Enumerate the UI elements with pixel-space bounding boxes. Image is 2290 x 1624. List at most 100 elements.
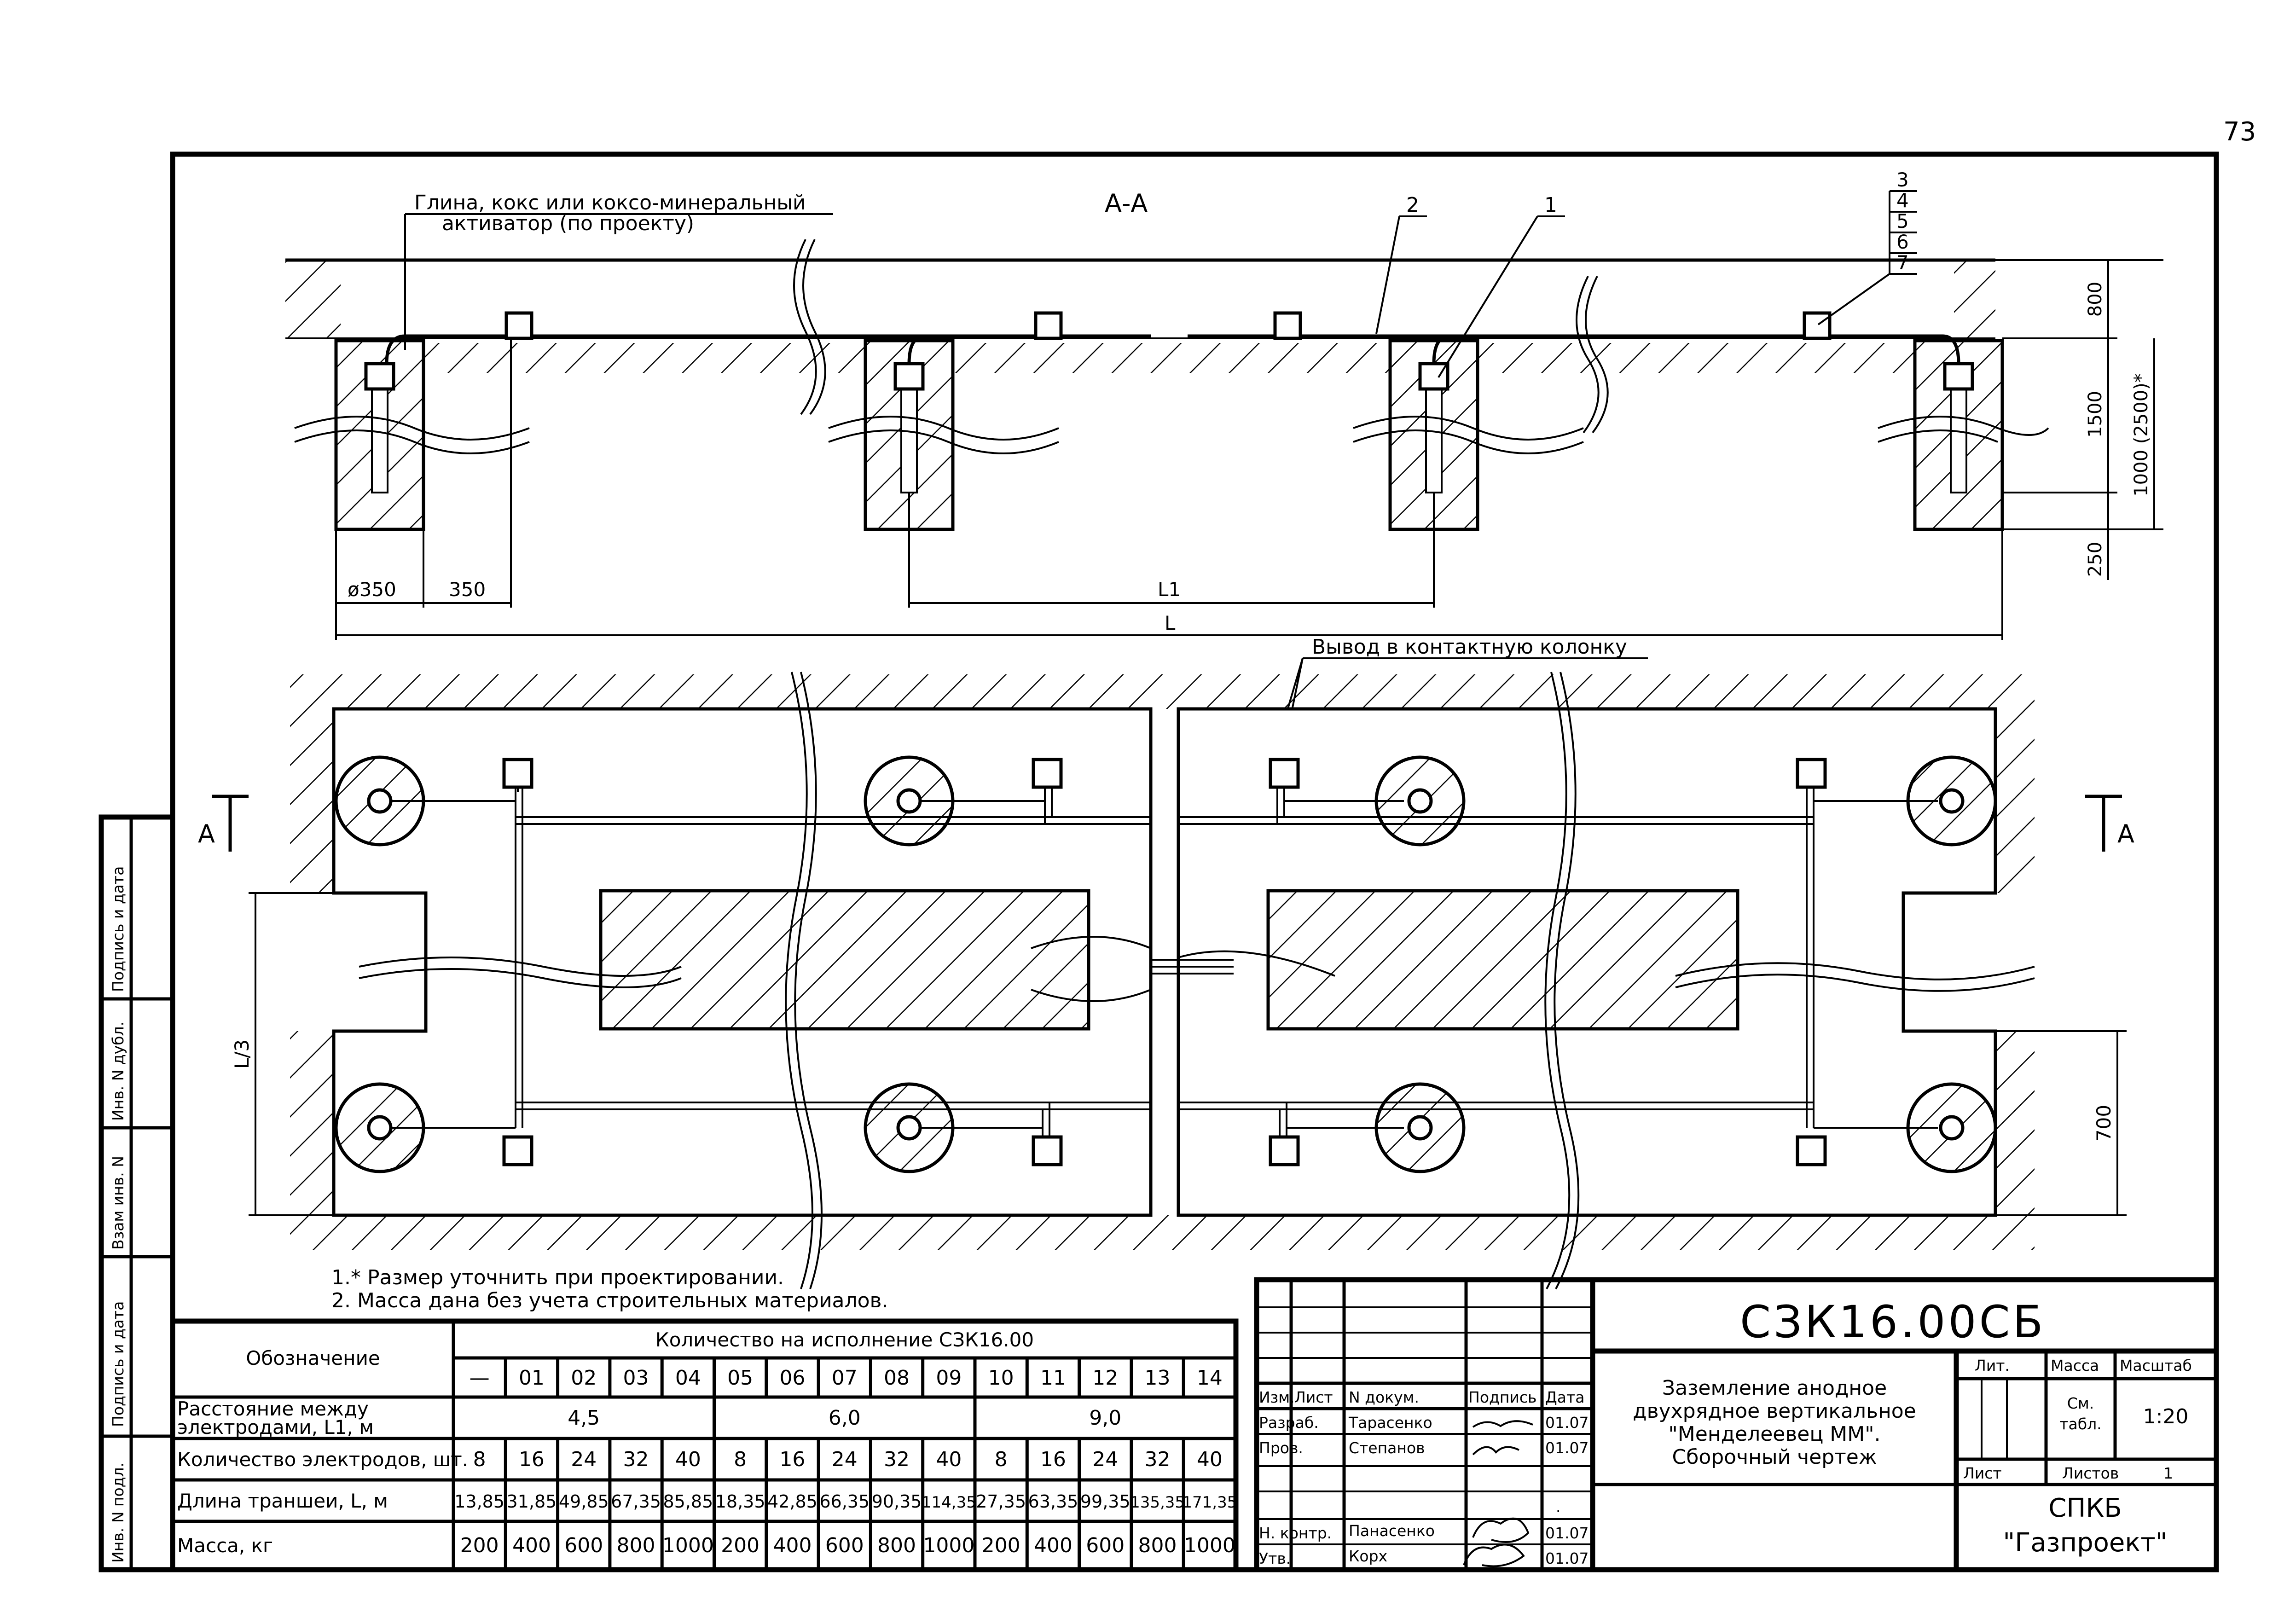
signature: [1472, 1420, 1533, 1428]
break-line: [1675, 962, 2035, 992]
svg-text:ø350: ø350: [348, 578, 396, 601]
ground-hatch: [953, 343, 1399, 373]
electrode: [1906, 1082, 1997, 1173]
doc-code: СЗК16.00СБ: [1740, 1296, 2046, 1348]
signature: [1472, 1517, 1530, 1543]
svg-text:Инв. N дубл.: Инв. N дубл.: [109, 1021, 127, 1121]
svg-text:См.: См.: [2067, 1394, 2094, 1412]
signature: [1463, 1543, 1525, 1567]
table-cell: 135,35: [1130, 1493, 1185, 1512]
table-cell: 400: [773, 1534, 812, 1557]
table-cell: 24: [1092, 1448, 1118, 1471]
borehole: [334, 339, 425, 531]
ground-hatch: [285, 260, 341, 338]
svg-text:Утв.: Утв.: [1259, 1549, 1291, 1567]
table-cell: 600: [825, 1534, 864, 1557]
row-label: Количество электродов, шт.: [177, 1448, 468, 1471]
cable-branch: [907, 334, 1450, 364]
table-cell: 600: [1086, 1534, 1125, 1557]
table-cell: 85,85: [663, 1491, 713, 1512]
variant-header: 09: [936, 1366, 962, 1390]
table-cell: 67,35: [611, 1491, 661, 1512]
dimension-length-l: L: [336, 529, 2003, 640]
table-cell: 1000: [662, 1534, 714, 1557]
svg-text:6: 6: [1896, 231, 1909, 253]
svg-text:табл.: табл.: [2059, 1415, 2101, 1433]
table-cell: 200: [982, 1534, 1020, 1557]
row-label: электродами, L1, м: [177, 1416, 374, 1438]
table-cell: 16: [519, 1448, 545, 1471]
table-cell: 49,85: [559, 1491, 609, 1512]
callout-stack: 3 4 5 6 7: [1817, 168, 1917, 325]
org-name: СПКБ: [2048, 1493, 2122, 1523]
connector-box: [1273, 311, 1302, 340]
break-line: [785, 672, 823, 1289]
fill-note: Глина, кокс или коксо-минеральный: [414, 191, 806, 215]
table-cell: 63,35: [1028, 1491, 1078, 1512]
connector-box: [1034, 311, 1063, 340]
table-cell: 31,85: [507, 1491, 557, 1512]
dimension-diameter: ø350 350: [335, 338, 512, 640]
electrode: [334, 755, 425, 847]
svg-text:1: 1: [2163, 1464, 2173, 1482]
electrode: [1906, 755, 1997, 847]
break-line: [828, 416, 1059, 454]
signature: [1472, 1446, 1519, 1456]
connector-box: [502, 1135, 533, 1166]
connector-box: [504, 311, 533, 340]
l1-value: 9,0: [1089, 1406, 1121, 1430]
inner-block: [1266, 889, 1739, 1031]
svg-text:5: 5: [1896, 210, 1909, 232]
table-cell: 27,35: [976, 1491, 1026, 1512]
svg-text:А: А: [2117, 819, 2134, 848]
svg-text:L1: L1: [1158, 578, 1181, 601]
variant-header: 04: [675, 1366, 701, 1390]
variant-header: —: [470, 1366, 490, 1390]
svg-text:.: .: [1556, 1498, 1561, 1516]
table-cell: 24: [832, 1448, 858, 1471]
table-cell: 42,85: [767, 1491, 817, 1512]
variant-header: 14: [1197, 1366, 1223, 1390]
svg-text:01.07: 01.07: [1545, 1439, 1589, 1457]
svg-text:Изм.: Изм.: [1259, 1388, 1295, 1406]
table-cell: 90,35: [872, 1491, 922, 1512]
table-cell: 99,35: [1080, 1491, 1131, 1512]
break-line: [1878, 416, 2049, 443]
svg-text:Заземление анодное: Заземление анодное: [1662, 1376, 1887, 1400]
variant-header: 10: [988, 1366, 1014, 1390]
svg-text:Инв. N подл.: Инв. N подл.: [109, 1462, 127, 1563]
table-cell: 13,85: [454, 1491, 504, 1512]
connector-box: [1796, 758, 1827, 789]
l1-value: 4,5: [568, 1406, 600, 1430]
ground-hatch: [1478, 343, 1915, 373]
svg-text:Лист: Лист: [1963, 1464, 2002, 1482]
svg-text:700: 700: [2093, 1105, 2115, 1142]
svg-text:4: 4: [1896, 189, 1909, 212]
table-cell: 8: [995, 1448, 1008, 1471]
svg-text:двухрядное вертикальное: двухрядное вертикальное: [1633, 1399, 1916, 1423]
variant-header: 06: [779, 1366, 805, 1390]
svg-text:3: 3: [1896, 168, 1909, 191]
variant-header: 01: [519, 1366, 545, 1390]
svg-text:1000 (2500)*: 1000 (2500)*: [2131, 373, 2152, 497]
connector-box: [1269, 1135, 1300, 1166]
electrode: [864, 755, 955, 847]
svg-text:7: 7: [1896, 251, 1909, 274]
svg-text:Подпись и дата: Подпись и дата: [109, 1301, 127, 1427]
org-name: "Газпроект": [2003, 1528, 2167, 1558]
table-cell: 8: [473, 1448, 486, 1471]
svg-text:Сборочный чертеж: Сборочный чертеж: [1672, 1445, 1877, 1469]
svg-text:N докум.: N докум.: [1349, 1388, 1419, 1406]
dimension-spacing-l1: L1: [908, 493, 1435, 608]
table-cell: 1000: [923, 1534, 974, 1557]
svg-text:800: 800: [2085, 282, 2106, 317]
break-line: [793, 239, 826, 415]
svg-text:Лит.: Лит.: [1975, 1357, 2010, 1375]
fill-note: активатор (по проекту): [442, 212, 694, 235]
svg-text:01.07: 01.07: [1545, 1414, 1589, 1432]
table-cell: 8: [734, 1448, 747, 1471]
lead-note: Вывод в контактную колонку: [1312, 635, 1627, 659]
variant-header: 11: [1040, 1366, 1066, 1390]
section-marker-left: А: [198, 795, 249, 852]
